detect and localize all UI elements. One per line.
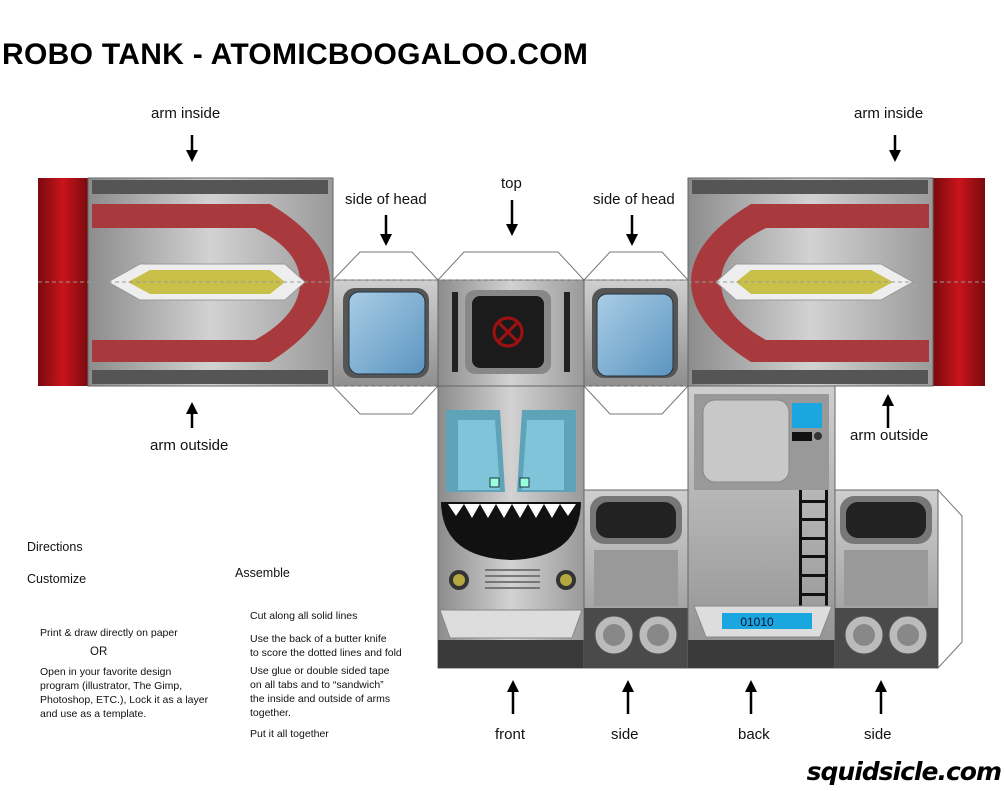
directions-heading: Directions <box>27 540 83 554</box>
label-top: top <box>501 175 522 192</box>
text-line: Use the back of a butter knife <box>250 633 387 645</box>
label-side-of-head-right: side of head <box>593 191 675 208</box>
text-line: program (illustrator, The Gimp, <box>40 680 183 692</box>
text-line: Photoshop, ETC.), Lock it as a layer <box>40 694 209 706</box>
customize-or: OR <box>90 646 108 658</box>
side-panel-right <box>834 488 963 670</box>
right-arm-panel <box>687 177 985 387</box>
label-back: back <box>738 726 770 743</box>
assemble-step-together: Put it all together <box>250 728 329 740</box>
label-arm-inside-right: arm inside <box>854 105 924 122</box>
customize-step-print: Print & draw directly on paper <box>40 627 178 639</box>
left-arm-panel <box>38 177 334 387</box>
label-side-right: side <box>864 726 892 743</box>
back-display-code: 01010 <box>740 615 774 629</box>
front-panel <box>437 385 585 669</box>
head-top <box>437 279 585 387</box>
back-panel: 01010 <box>687 385 836 669</box>
side-panel-left <box>583 489 689 669</box>
head-side-left <box>332 279 439 387</box>
label-side-left: side <box>611 726 639 743</box>
customize-heading: Customize <box>27 572 87 586</box>
text-line: Open in your favorite design <box>40 666 172 678</box>
text-line: on all tabs and to “sandwich” <box>250 679 384 691</box>
assemble-step-cut: Cut along all solid lines <box>250 610 358 622</box>
label-side-of-head-left: side of head <box>345 191 427 208</box>
assemble-heading: Assemble <box>235 566 290 580</box>
text-line: to score the dotted lines and fold <box>250 647 402 659</box>
label-front: front <box>495 726 526 743</box>
head-tabs <box>331 251 690 415</box>
label-arm-outside-right: arm outside <box>850 427 929 444</box>
label-arm-outside-left: arm outside <box>150 437 229 454</box>
label-arm-inside-left: arm inside <box>151 105 221 122</box>
text-line: the inside and outside of arms <box>250 693 391 705</box>
customize-step-design-program: Open in your favorite design program (il… <box>40 665 208 721</box>
text-line: Use glue or double sided tape <box>250 665 390 677</box>
brand-logo: squidsicle.com <box>806 757 1002 786</box>
text-line: and use as a template. <box>40 708 147 720</box>
arrows <box>186 135 901 714</box>
assemble-step-glue: Use glue or double sided tape on all tab… <box>250 664 390 720</box>
text-line: together. <box>250 707 291 719</box>
page-title: ROBO TANK - ATOMICBOOGALOO.COM <box>2 38 589 71</box>
head-side-right <box>583 279 689 387</box>
assemble-step-score: Use the back of a butter knife to score … <box>250 632 402 660</box>
